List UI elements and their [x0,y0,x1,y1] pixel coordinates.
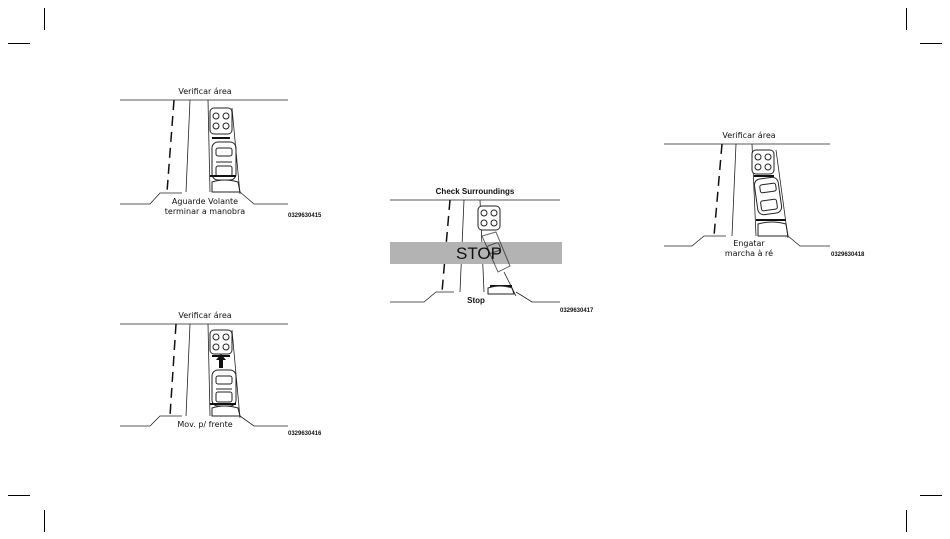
figure-bottom-line1: Mov. p/ frente [160,420,250,430]
figure-engage-reverse: Verificar área Engatar marcha à ré 03296… [664,128,884,268]
crop-mark [920,43,942,44]
stop-text: STOP [456,244,502,264]
vehicle-icon [212,370,236,406]
parked-car-rear [212,406,240,416]
figure-code: 0329630416 [288,431,321,437]
figure-code: 0329630418 [831,252,864,258]
figure-bottom-line2: terminar a manobra [160,207,250,217]
figure-bottom-line1: Engatar [704,239,794,249]
figure-code: 0329630415 [288,213,321,219]
parked-car-front [210,108,232,134]
crop-mark [8,495,30,496]
parked-car-rear [758,222,788,236]
vehicle-icon [212,142,236,180]
crop-mark [906,8,907,30]
crop-mark [920,495,942,496]
figure-bottom-line2: marcha à ré [704,249,794,259]
crop-mark [8,43,30,44]
parked-car-front [210,330,232,354]
parked-car-front [478,206,500,230]
figure-bottom-line1: Stop [446,296,506,306]
vehicle-icon [754,177,783,216]
figure-bottom-line1: Aguarde Volante [160,197,250,207]
crop-mark [44,8,45,30]
parked-car-front [752,150,774,174]
figure-stop: Check Surroundings STOP Stop 0329630417 [390,186,610,326]
parked-car-rear [212,180,240,192]
parked-car-rear [488,286,514,294]
figure-code: 0329630417 [560,308,593,314]
figure-move-forward: Verificar área Mov. p/ frente 0329630416 [120,310,340,450]
crop-mark [906,510,907,532]
figure-wait-steering: Verificar área Aguarde Volante terminar … [120,86,340,226]
crop-mark [44,510,45,532]
